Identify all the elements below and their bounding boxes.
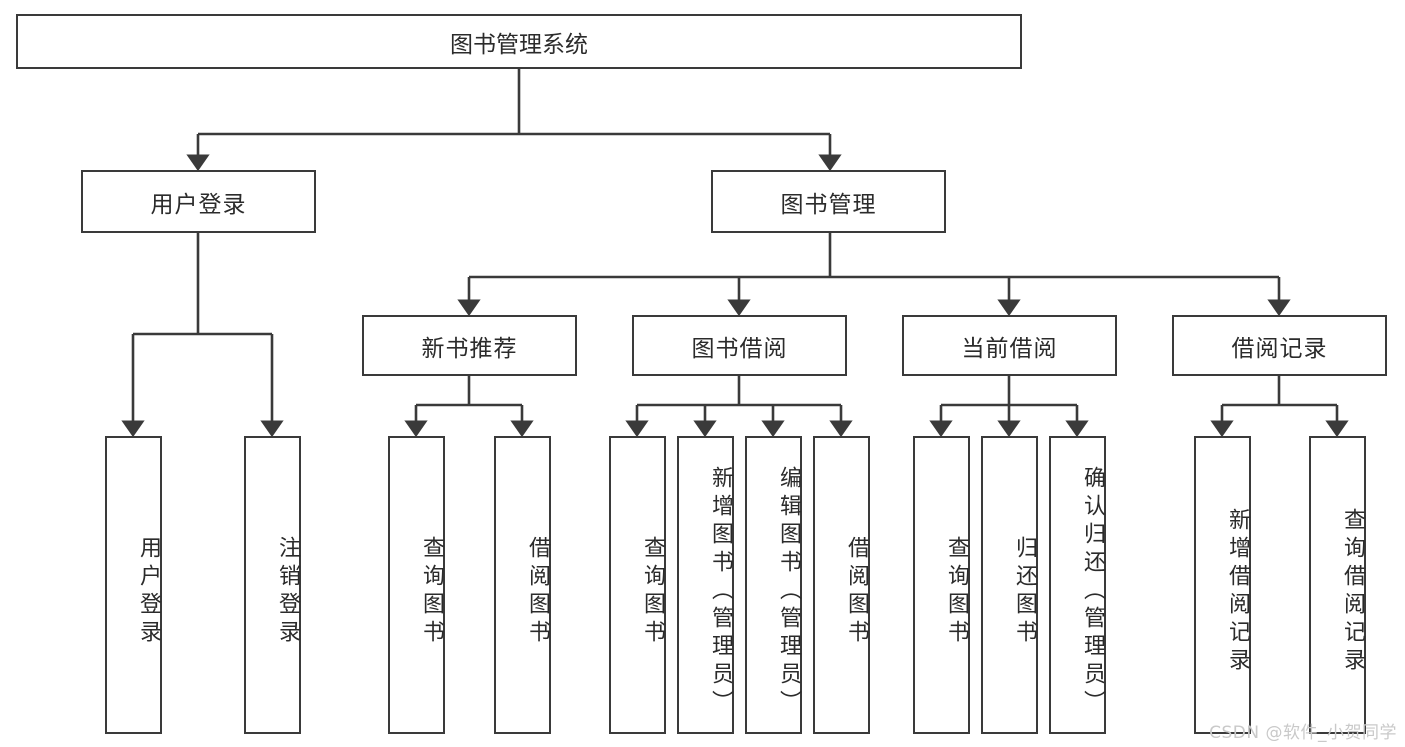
node-borrow-record[interactable]: 借阅记录 bbox=[1172, 315, 1387, 376]
leaf-borrow-edit-book-admin[interactable]: 编辑图书（管理员） bbox=[745, 436, 802, 734]
node-root-system[interactable]: 图书管理系统 bbox=[16, 14, 1022, 69]
leaf-current-confirm-return-admin[interactable]: 确认归还（管理员） bbox=[1049, 436, 1106, 734]
leaf-recommend-query-book[interactable]: 查询图书 bbox=[388, 436, 445, 734]
leaf-borrow-query-book[interactable]: 查询图书 bbox=[609, 436, 666, 734]
leaf-user-login-login[interactable]: 用户登录 bbox=[105, 436, 162, 734]
node-user-login[interactable]: 用户登录 bbox=[81, 170, 316, 233]
leaf-borrow-add-book-admin[interactable]: 新增图书（管理员） bbox=[677, 436, 734, 734]
leaf-record-query-record[interactable]: 查询借阅记录 bbox=[1309, 436, 1366, 734]
leaf-current-query-book[interactable]: 查询图书 bbox=[913, 436, 970, 734]
node-new-book-recommend[interactable]: 新书推荐 bbox=[362, 315, 577, 376]
leaf-borrow-borrow-book[interactable]: 借阅图书 bbox=[813, 436, 870, 734]
leaf-recommend-borrow-book[interactable]: 借阅图书 bbox=[494, 436, 551, 734]
leaf-user-login-logout[interactable]: 注销登录 bbox=[244, 436, 301, 734]
leaf-record-add-record[interactable]: 新增借阅记录 bbox=[1194, 436, 1251, 734]
node-book-borrow[interactable]: 图书借阅 bbox=[632, 315, 847, 376]
node-current-borrow[interactable]: 当前借阅 bbox=[902, 315, 1117, 376]
node-book-management[interactable]: 图书管理 bbox=[711, 170, 946, 233]
watermark-text: CSDN @软件_小贺同学 bbox=[1209, 723, 1397, 743]
leaf-current-return-book[interactable]: 归还图书 bbox=[981, 436, 1038, 734]
